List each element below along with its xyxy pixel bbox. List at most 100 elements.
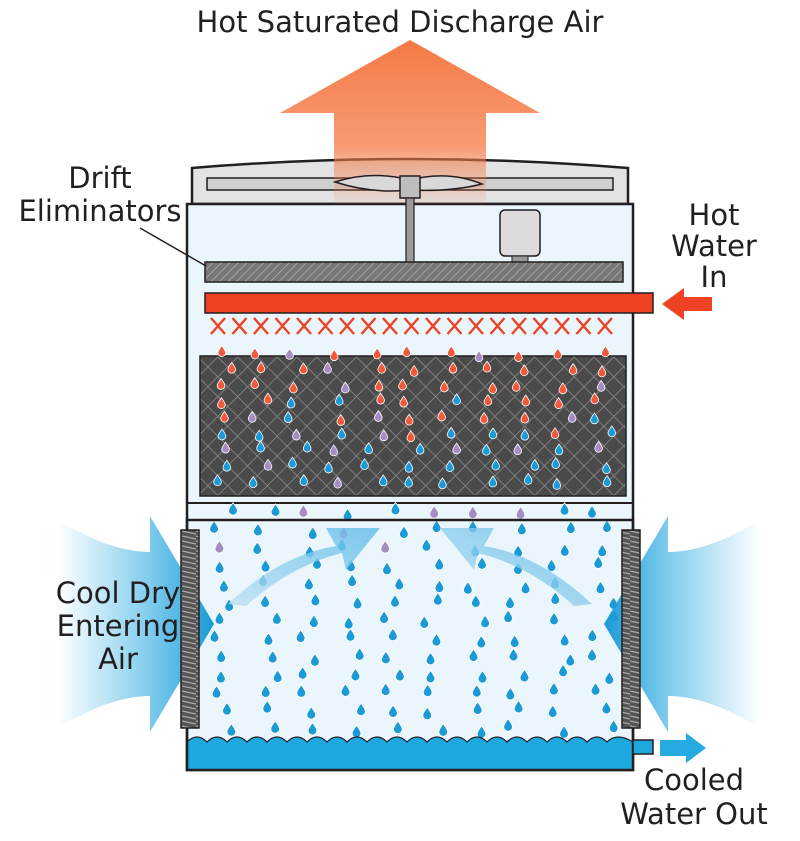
water-droplet <box>559 632 570 647</box>
water-droplet <box>431 632 442 647</box>
water-droplet <box>213 474 222 487</box>
water-droplet <box>521 394 531 407</box>
spray-nozzle <box>210 317 226 335</box>
water-droplet <box>431 519 442 533</box>
cooled-water-out-arrow <box>660 733 706 763</box>
water-droplet <box>513 443 522 456</box>
water-droplet <box>604 671 615 685</box>
water-droplet <box>503 718 513 732</box>
water-droplet <box>337 427 346 440</box>
discharge-air-label: Hot Saturated Discharge Air <box>196 5 604 39</box>
water-droplet <box>519 364 529 377</box>
swirl-arrow-right <box>440 528 592 606</box>
air-inlet-louver-left <box>180 529 200 729</box>
water-droplet <box>394 576 405 591</box>
spray-nozzle <box>511 317 527 335</box>
hot-water-in-arrow <box>662 288 712 320</box>
spray-nozzle <box>554 317 570 335</box>
water-droplet <box>307 526 318 540</box>
fan-assembly <box>332 174 541 271</box>
water-droplet <box>345 628 356 642</box>
water-droplet <box>482 360 492 373</box>
water-droplet <box>217 428 227 441</box>
water-droplet <box>382 561 392 576</box>
water-droplet <box>404 460 414 473</box>
water-droplet <box>505 595 515 609</box>
water-droplet <box>336 413 346 426</box>
outlet-pipe <box>632 739 654 755</box>
water-droplet <box>530 458 540 471</box>
water-droplet <box>297 666 308 680</box>
water-droplet <box>488 382 497 394</box>
water-droplet <box>602 462 611 475</box>
water-droplet <box>253 522 263 537</box>
water-droplet <box>390 501 401 516</box>
water-droplet <box>256 440 265 453</box>
water-droplet <box>593 555 604 569</box>
water-droplet <box>292 428 301 441</box>
water-droplet <box>334 393 344 406</box>
water-droplet <box>596 379 606 392</box>
water-droplet <box>374 379 384 392</box>
water-droplet <box>217 345 227 357</box>
water-droplet <box>216 649 226 663</box>
water-droplet <box>448 361 458 374</box>
water-droplet <box>354 647 365 661</box>
entering-air-arrow-right <box>604 516 760 732</box>
water-droplet <box>260 684 271 698</box>
water-droplet <box>509 634 520 648</box>
water-droplet <box>381 650 391 665</box>
water-droplet <box>483 394 493 406</box>
spray-nozzle <box>489 317 506 335</box>
water-droplet <box>380 682 391 696</box>
water-droplet <box>554 443 564 456</box>
water-droplet <box>222 701 232 716</box>
water-droplet <box>514 350 523 362</box>
water-droplet <box>250 377 259 390</box>
water-droplet <box>356 702 366 717</box>
water-droplet <box>559 543 570 557</box>
water-droplet <box>434 579 445 593</box>
water-droplet <box>270 720 280 734</box>
water-droplet <box>250 347 260 360</box>
hot-water-pipe <box>204 292 654 314</box>
water-droplet <box>587 628 598 642</box>
water-droplet <box>559 502 570 516</box>
water-droplet <box>508 647 519 662</box>
water-droplet <box>554 397 563 409</box>
spray-nozzle <box>360 317 377 335</box>
water-droplet <box>429 505 439 519</box>
water-droplet <box>558 382 568 395</box>
drift-eliminators <box>204 261 624 283</box>
water-droplet <box>247 410 257 423</box>
water-droplet <box>409 364 419 377</box>
spray-nozzle <box>597 317 613 335</box>
water-droplet <box>285 347 294 360</box>
water-droplet <box>260 594 270 608</box>
water-droplet <box>472 701 483 715</box>
water-droplet <box>307 721 318 736</box>
water-droplet <box>468 648 479 662</box>
spray-nozzle <box>403 317 420 335</box>
water-droplet <box>270 503 281 517</box>
water-droplet <box>438 477 447 490</box>
water-droplet <box>340 683 351 697</box>
water-droplet <box>480 614 490 629</box>
water-droplet <box>364 442 373 455</box>
water-droplet <box>341 381 350 394</box>
water-droplet <box>558 663 568 678</box>
spray-nozzle <box>575 317 592 335</box>
water-droplet <box>333 476 342 489</box>
water-droplet <box>254 429 264 442</box>
water-droplet <box>286 396 296 409</box>
water-droplet <box>602 475 612 487</box>
water-droplet <box>520 428 530 441</box>
spray-nozzle <box>382 317 398 335</box>
water-droplet <box>263 392 273 405</box>
spray-nozzle <box>339 317 355 335</box>
water-droplet <box>263 458 273 471</box>
water-droplet <box>329 444 339 457</box>
water-droplet <box>595 580 606 595</box>
